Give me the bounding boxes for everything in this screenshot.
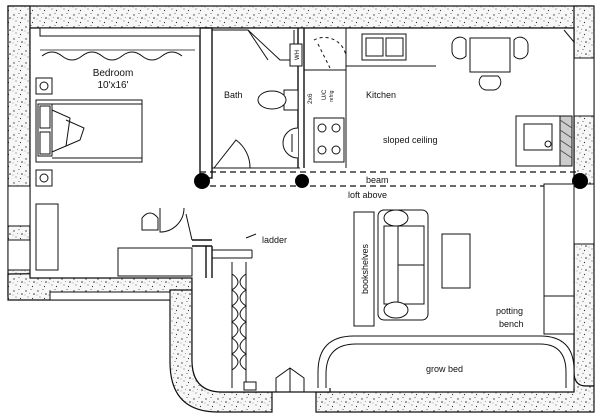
- windows: [7, 27, 595, 301]
- bed: [35, 99, 143, 163]
- potting-label: potting: [496, 306, 523, 316]
- bath: Bath WH: [212, 29, 303, 169]
- beam-post: [295, 174, 309, 188]
- kitchen-label: Kitchen: [366, 90, 396, 100]
- bedroom-bench: [117, 247, 193, 277]
- water-heater: [289, 43, 303, 67]
- nightstand-top: [35, 77, 53, 95]
- bath-door: [213, 139, 251, 169]
- bookshelves-label: bookshelves: [360, 243, 370, 294]
- dresser: [35, 203, 59, 271]
- kitchen: 2x6 U/C refrig Kitchen: [304, 28, 575, 168]
- bedroom-label: Bedroom: [93, 68, 134, 79]
- bench-label: bench: [499, 319, 524, 329]
- living-area: ladder bookshelves potting bench grow be…: [212, 183, 575, 393]
- sofa: [377, 209, 429, 321]
- fridge-uc-label: U/C: [322, 89, 328, 100]
- dining-table: [451, 36, 529, 91]
- bedroom: Bedroom 10'x16': [35, 49, 195, 277]
- toilet: [257, 89, 299, 111]
- bath-sink: [282, 127, 299, 159]
- fridge-refrig-label: refrig: [329, 90, 335, 102]
- nightstand-bottom: [35, 169, 53, 187]
- ladder: [212, 233, 257, 388]
- ladder-label: ladder: [262, 235, 287, 245]
- loft-above-label: loft above: [348, 190, 387, 200]
- wood-stove: [515, 115, 573, 167]
- kitchen-sink: [361, 33, 407, 61]
- beam: beam loft above: [194, 171, 588, 200]
- stove: [313, 117, 345, 163]
- sloped-ceiling-label: sloped ceiling: [383, 135, 438, 145]
- lamp-icon: [39, 173, 49, 183]
- coffee-table: [441, 233, 471, 289]
- water-heater-label: WH: [295, 50, 301, 60]
- grow-bed-label: grow bed: [426, 364, 463, 374]
- potting-bench: [543, 183, 575, 335]
- beam-post: [572, 173, 588, 189]
- bath-label: Bath: [224, 90, 243, 100]
- stud-label: 2x6: [307, 93, 314, 104]
- bedroom-door: [159, 207, 185, 233]
- bedroom-size-label: 10'x16': [97, 80, 128, 91]
- bookshelves: [353, 211, 375, 327]
- beam-label: beam: [366, 175, 389, 185]
- beam-post: [194, 173, 210, 189]
- grow-bed: [317, 335, 575, 388]
- lamp-icon: [39, 81, 49, 91]
